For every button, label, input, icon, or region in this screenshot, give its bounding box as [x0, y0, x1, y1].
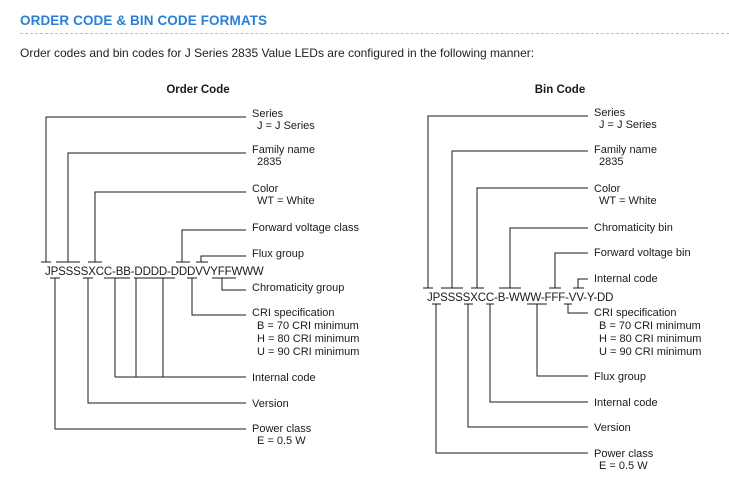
- bin-color-connector: [476, 187, 588, 288]
- bin-code-heading: Bin Code: [535, 84, 585, 96]
- order-code-diagram: Order Code JPSSSSXCC-BB-DDDD-DDDVVYFFWWW: [41, 84, 359, 447]
- bin-internal-top-label: Internal code: [594, 273, 658, 285]
- bin-color-value: WT = White: [599, 195, 657, 207]
- order-cri-b: B = 70 CRI minimum: [257, 320, 359, 332]
- order-flux-label: Flux group: [252, 248, 304, 260]
- bin-color-label: Color: [594, 183, 621, 195]
- bin-code-diagram: Bin Code JPSSSSXCC-B-WWW-FFF-VV-Y-DD: [423, 84, 701, 472]
- order-fwd-label: Forward voltage class: [252, 222, 359, 234]
- order-power-value: E = 0.5 W: [257, 435, 306, 447]
- bin-fwd-connector: [554, 252, 588, 288]
- bin-power-value: E = 0.5 W: [599, 460, 648, 472]
- dashed-divider: [20, 33, 729, 34]
- order-cri-u: U = 90 CRI minimum: [257, 346, 359, 358]
- bin-series-label: Series: [594, 107, 626, 119]
- bin-cri-label: CRI specification: [594, 307, 677, 319]
- bin-cri-b: B = 70 CRI minimum: [599, 320, 701, 332]
- order-fwd-connector: [181, 229, 246, 262]
- bin-internal-label: Internal code: [594, 397, 658, 409]
- bin-version-label: Version: [594, 422, 631, 434]
- order-cri-connector: [191, 278, 246, 316]
- order-chroma-connector: [221, 278, 246, 291]
- order-power-connector: [54, 278, 246, 430]
- bin-cri-connector: [567, 304, 588, 314]
- bin-internal-connector: [489, 304, 588, 403]
- bin-cri-h: H = 80 CRI minimum: [599, 333, 701, 345]
- order-internal-label: Internal code: [252, 372, 316, 384]
- order-chroma-label: Chromaticity group: [252, 282, 344, 294]
- order-color-label: Color: [252, 183, 279, 195]
- bin-internal-top-connector: [577, 278, 588, 288]
- bin-power-label: Power class: [594, 448, 654, 460]
- order-family-label: Family name: [252, 144, 315, 156]
- order-power-label: Power class: [252, 423, 312, 435]
- order-series-connector: [45, 116, 246, 262]
- bin-code-string: JPSSSSXCC-B-WWW-FFF-VV-Y-DD: [427, 292, 613, 304]
- order-code-heading: Order Code: [166, 84, 229, 96]
- order-version-label: Version: [252, 398, 289, 410]
- order-series-value: J = J Series: [257, 120, 315, 132]
- order-series-label: Series: [252, 108, 284, 120]
- order-family-connector: [67, 152, 246, 262]
- bin-chroma-connector: [509, 227, 588, 288]
- bin-series-value: J = J Series: [599, 119, 657, 131]
- order-family-value: 2835: [257, 156, 281, 168]
- bin-cri-u: U = 90 CRI minimum: [599, 346, 701, 358]
- bin-power-connector: [435, 304, 588, 454]
- bin-chroma-label: Chromaticity bin: [594, 222, 673, 234]
- order-cri-label: CRI specification: [252, 307, 335, 319]
- bin-family-label: Family name: [594, 144, 657, 156]
- bin-flux-label: Flux group: [594, 371, 646, 383]
- bin-version-connector: [467, 304, 588, 428]
- order-color-connector: [94, 191, 246, 262]
- order-color-value: WT = White: [257, 195, 315, 207]
- bin-fwd-label: Forward voltage bin: [594, 247, 691, 259]
- order-cri-h: H = 80 CRI minimum: [257, 333, 359, 345]
- order-flux-connector: [200, 255, 246, 262]
- bin-family-value: 2835: [599, 156, 623, 168]
- bin-family-connector: [451, 150, 588, 288]
- order-code-string: JPSSSSXCC-BB-DDDD-DDDVVYFFWWW: [45, 266, 264, 278]
- order-version-connector: [87, 278, 246, 404]
- bin-flux-connector: [536, 304, 588, 377]
- bin-series-connector: [427, 115, 588, 288]
- intro-text: Order codes and bin codes for J Series 2…: [20, 46, 535, 60]
- section-title: ORDER CODE & BIN CODE FORMATS: [20, 13, 268, 28]
